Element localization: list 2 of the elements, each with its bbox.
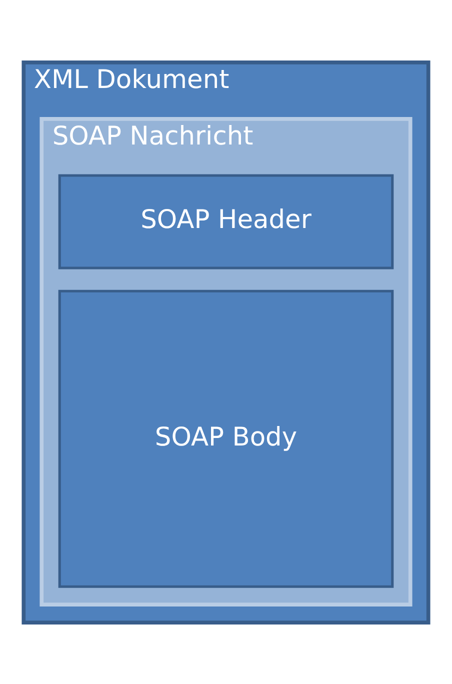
node-box: SOAP Header <box>58 174 394 269</box>
node-box: SOAP Body <box>58 289 394 588</box>
